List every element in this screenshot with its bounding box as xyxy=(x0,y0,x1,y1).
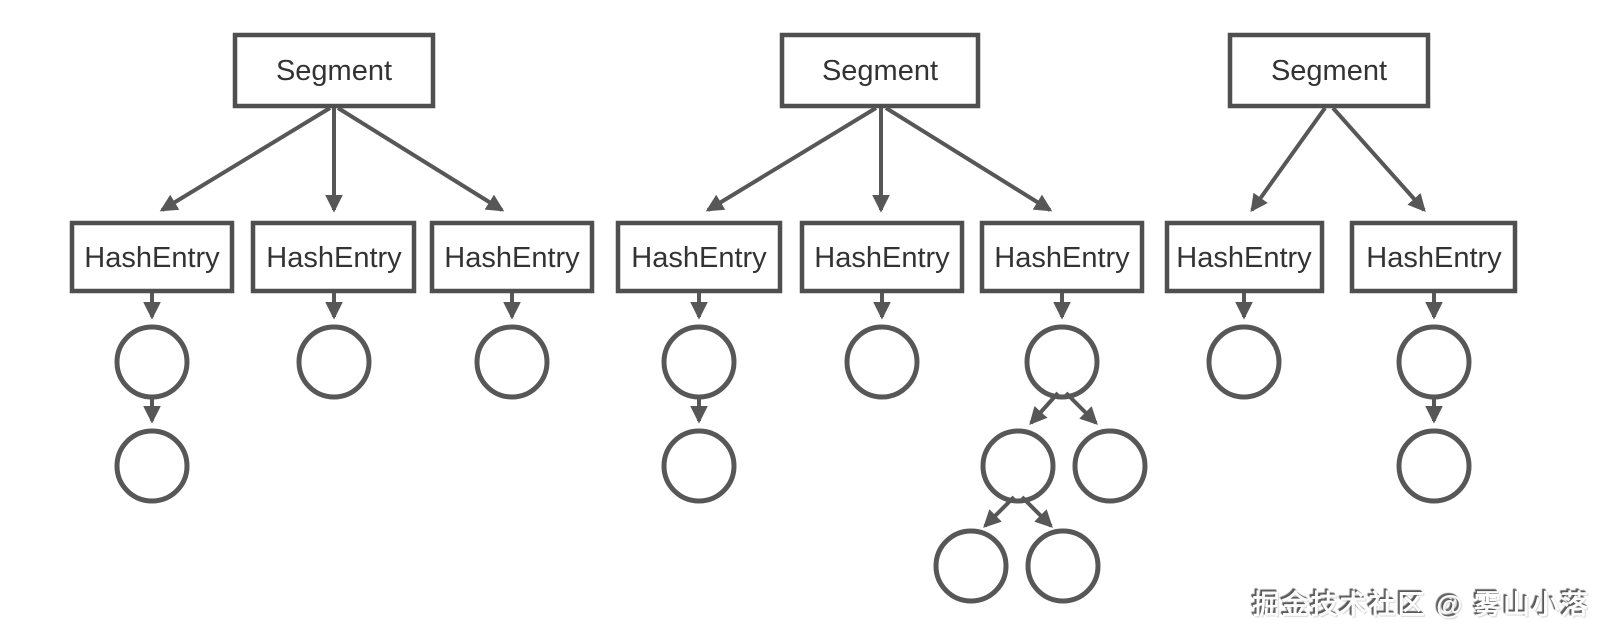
hashentry-rect xyxy=(429,220,595,294)
node-circle xyxy=(474,324,550,400)
hashentry-box: HashEntry xyxy=(1349,220,1518,294)
hashentry-box: HashEntry xyxy=(799,220,965,294)
tree-edge-arrow xyxy=(1029,391,1060,425)
node-circle xyxy=(661,428,737,504)
node-circle xyxy=(114,324,190,400)
node-circle xyxy=(661,324,737,400)
hashentry-rect xyxy=(615,220,783,294)
segment-group-3: Segment HashEntry HashEntry xyxy=(1164,32,1518,504)
hashentry-rect xyxy=(1349,220,1518,294)
hashentry-box: HashEntry xyxy=(250,220,417,294)
segment-label: Segment xyxy=(1271,55,1387,87)
hashentry-label: HashEntry xyxy=(84,242,220,274)
hashentry-label: HashEntry xyxy=(814,242,950,274)
segment-label: Segment xyxy=(276,55,392,87)
segment-to-hashentry-arrow xyxy=(336,106,505,212)
hashentry-box: HashEntry xyxy=(979,220,1145,294)
node-circle xyxy=(1025,528,1101,604)
tree-edge-arrow xyxy=(983,495,1016,528)
hashentry-rect xyxy=(979,220,1145,294)
segment-label: Segment xyxy=(822,55,938,87)
hashentry-label: HashEntry xyxy=(994,242,1130,274)
hashentry-rect xyxy=(799,220,965,294)
segment-rect xyxy=(232,32,436,109)
segment-group-1: Segment HashEntry HashEntry HashEntry xyxy=(69,32,595,504)
hashentry-label: HashEntry xyxy=(1176,242,1312,274)
hashentry-label: HashEntry xyxy=(444,242,580,274)
node-circle xyxy=(296,324,372,400)
node-circle xyxy=(844,324,920,400)
hashentry-box: HashEntry xyxy=(1164,220,1325,294)
tree-edge-arrow xyxy=(1064,391,1098,425)
node-circle xyxy=(1072,428,1148,504)
hashentry-box: HashEntry xyxy=(615,220,783,294)
segment-to-hashentry-arrow xyxy=(705,106,878,212)
hashentry-rect xyxy=(69,220,235,294)
hashentry-label: HashEntry xyxy=(631,242,767,274)
hashentry-label: HashEntry xyxy=(266,242,402,274)
hashentry-label: HashEntry xyxy=(1366,242,1502,274)
node-circle xyxy=(1396,324,1472,400)
segment-group-2: Segment HashEntry HashEntry HashEntry xyxy=(615,32,1148,604)
hashentry-rect xyxy=(250,220,417,294)
hashentry-box: HashEntry xyxy=(69,220,235,294)
segment-to-hashentry-arrow xyxy=(1331,106,1426,212)
tree-edge-arrow xyxy=(1020,495,1053,528)
node-circle xyxy=(980,428,1056,504)
node-circle xyxy=(1024,324,1100,400)
node-circle xyxy=(1396,428,1472,504)
hashentry-box: HashEntry xyxy=(429,220,595,294)
segment-box: Segment xyxy=(232,32,436,109)
node-circle xyxy=(933,528,1009,604)
segment-rect xyxy=(779,32,981,109)
node-circle xyxy=(114,428,190,504)
segment-to-hashentry-arrow xyxy=(1250,106,1327,213)
watermark-text: 掘金技术社区 @ 雾山小落 xyxy=(1252,590,1590,620)
segment-rect xyxy=(1227,32,1431,109)
segment-box: Segment xyxy=(779,32,981,109)
segment-box: Segment xyxy=(1227,32,1431,109)
hashentry-rect xyxy=(1164,220,1325,294)
segment-to-hashentry-arrow xyxy=(159,106,332,212)
node-circle xyxy=(1206,324,1282,400)
segment-to-hashentry-arrow xyxy=(884,106,1053,212)
